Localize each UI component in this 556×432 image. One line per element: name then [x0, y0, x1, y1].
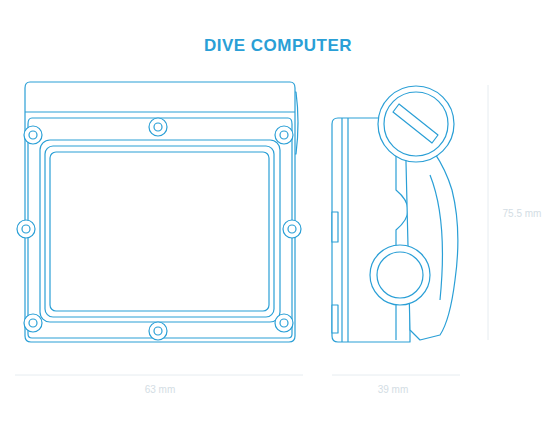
dimension-lines	[15, 85, 488, 375]
front-view	[17, 82, 301, 342]
dimension-label: 39 mm	[378, 384, 409, 395]
dimension-label: 63 mm	[145, 384, 176, 395]
side-view	[332, 86, 458, 342]
dimension-label: 75.5 mm	[503, 208, 542, 219]
diagram-title: DIVE COMPUTER	[204, 36, 352, 56]
